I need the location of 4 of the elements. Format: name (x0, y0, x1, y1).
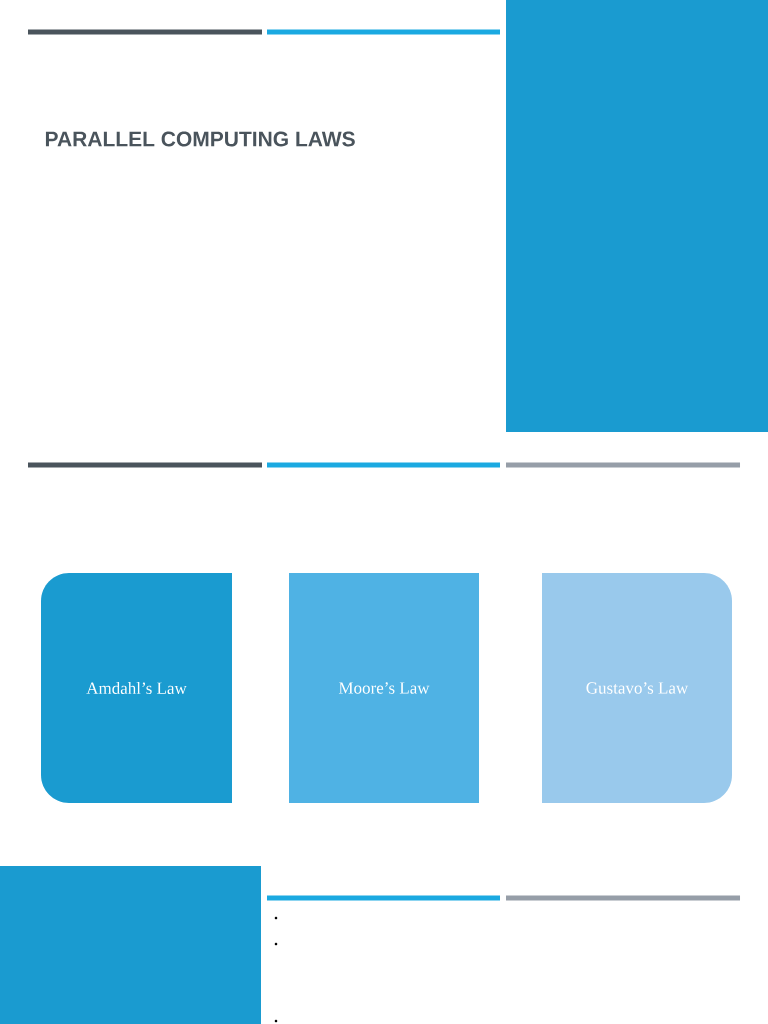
law-box: Amdahl’s Law (41, 573, 232, 803)
law-box: Moore’s Law (289, 573, 479, 803)
law-box: Gustavo’s Law (542, 573, 732, 803)
slide-title: PARALLEL COMPUTING LAWS (45, 131, 355, 147)
